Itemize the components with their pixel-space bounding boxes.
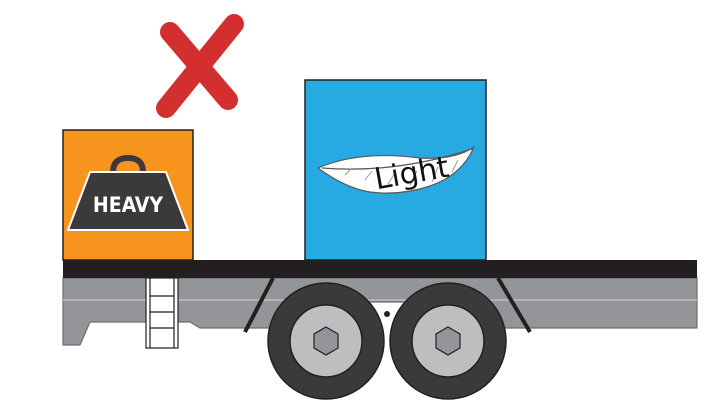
- truck: [63, 260, 697, 399]
- truck-deck: [63, 260, 697, 278]
- wheel-rear: [390, 283, 506, 399]
- wheel-front: [268, 283, 384, 399]
- ladder: [146, 278, 178, 348]
- light-box: Light: [305, 80, 486, 260]
- cross-mark-icon: [166, 24, 234, 108]
- heavy-box: HEAVY: [63, 130, 193, 260]
- heavy-label: HEAVY: [93, 193, 164, 217]
